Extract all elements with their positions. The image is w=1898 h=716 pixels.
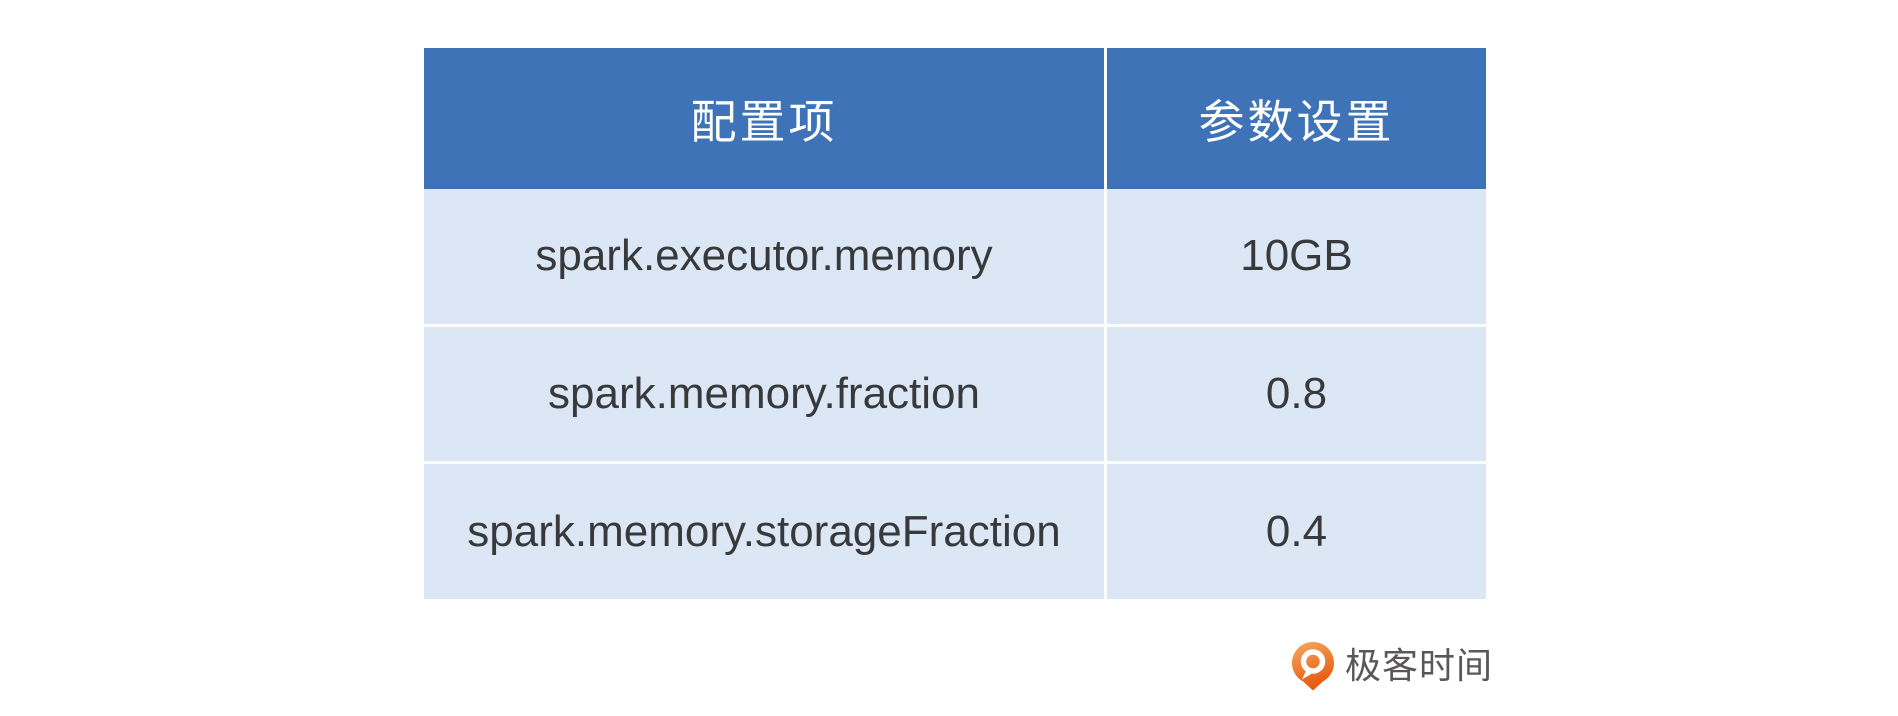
table-row: spark.memory.fraction 0.8 — [424, 323, 1486, 462]
config-table: 配置项 参数设置 spark.executor.memory 10GB spar… — [424, 48, 1486, 600]
geektime-logo-text: 极客时间 — [1345, 645, 1494, 686]
geektime-logo: 极客时间 — [1291, 640, 1493, 692]
table-row: spark.executor.memory 10GB — [424, 189, 1486, 324]
config-name-cell: spark.executor.memory — [424, 189, 1107, 324]
column-header-config: 配置项 — [424, 48, 1107, 189]
config-value-cell: 0.8 — [1265, 369, 1328, 418]
config-name-cell: spark.memory.storageFraction — [424, 464, 1107, 600]
table-header-row: 配置项 参数设置 — [424, 48, 1486, 189]
config-value-cell: 0.4 — [1265, 506, 1328, 556]
column-header-value: 参数设置 — [1198, 95, 1395, 148]
config-value-cell: 10GB — [1240, 231, 1353, 281]
geektime-logo-icon — [1292, 642, 1334, 691]
config-name-cell: spark.memory.fraction — [424, 326, 1107, 462]
table-row: spark.memory.storageFraction 0.4 — [424, 461, 1486, 600]
